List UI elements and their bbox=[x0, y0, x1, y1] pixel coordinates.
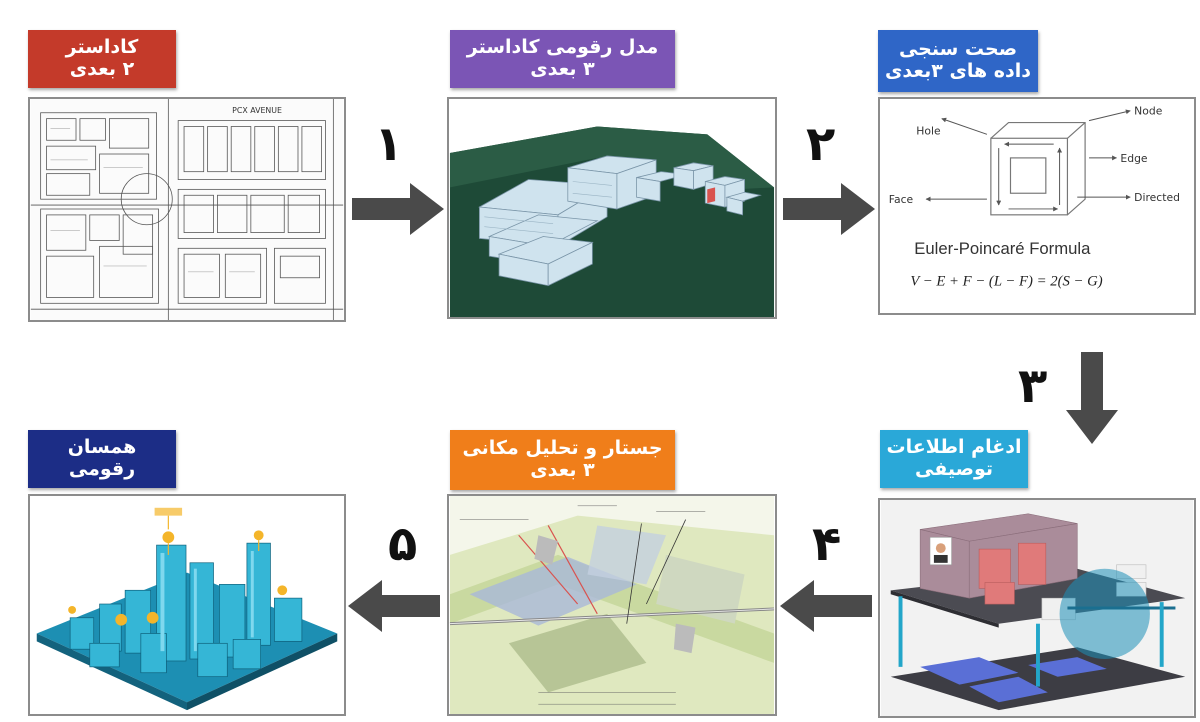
arrow-3 bbox=[1066, 352, 1118, 444]
panel-3d-spatial-analysis bbox=[447, 494, 777, 716]
label-digital-twin-line2: رقومی bbox=[68, 458, 136, 480]
label-3d-spatial-analysis-line2: ۳ بعدی bbox=[530, 459, 595, 481]
label-3d-spatial-analysis-line1: جستار و تحلیل مکانی bbox=[462, 437, 663, 460]
label-cadastre-2d-line2: ۲ بعدی bbox=[69, 58, 135, 80]
panel-topology-validation: Hole Node Edge Face Directed Euler-Poinc… bbox=[878, 97, 1196, 315]
label-digital-twin-line1: همسان bbox=[67, 436, 137, 459]
topology-directed-label: Directed bbox=[1134, 191, 1180, 204]
topology-face-label: Face bbox=[889, 193, 914, 206]
arrow-number-3: ۳ bbox=[1018, 358, 1048, 414]
label-3d-data-validation-line1: صحت سنجی bbox=[898, 38, 1018, 61]
label-descriptive-integration-line2: توصیفی bbox=[914, 458, 994, 480]
label-digital-twin: همسان رقومی bbox=[28, 430, 176, 488]
topology-hole-label: Hole bbox=[916, 124, 941, 137]
arrow-5 bbox=[348, 580, 440, 632]
arrow-number-2: ۲ bbox=[806, 116, 836, 172]
cadastre-map-drawing: PCX AVENUE bbox=[30, 99, 344, 320]
label-3d-spatial-analysis: جستار و تحلیل مکانی ۳ بعدی bbox=[450, 430, 675, 490]
digital-twin-city-scene bbox=[30, 496, 344, 714]
arrow-number-5: ۵ bbox=[388, 516, 418, 572]
panel-descriptive-integration bbox=[878, 498, 1196, 718]
panel-cadastre-2d-map: PCX AVENUE bbox=[28, 97, 346, 322]
arrow-number-4: ۴ bbox=[812, 516, 842, 572]
label-descriptive-integration-line1: ادغام اطلاعات bbox=[886, 436, 1022, 459]
euler-poincare-formula: V − E + F − (L − F) = 2(S − G) bbox=[910, 274, 1102, 290]
spatial-analysis-scene bbox=[449, 496, 775, 714]
label-cadastre-2d: کاداستر ۲ بعدی bbox=[28, 30, 176, 88]
arrow-1 bbox=[352, 183, 444, 235]
descriptive-integration-scene bbox=[880, 500, 1194, 716]
label-cadastre-2d-line1: کاداستر bbox=[65, 36, 139, 59]
arrow-number-1: ۱ bbox=[374, 116, 404, 172]
label-cadastre-3d-model: مدل رقومی کاداستر ۳ بعدی bbox=[450, 30, 675, 88]
panel-digital-twin-city bbox=[28, 494, 346, 716]
label-cadastre-3d-model-line1: مدل رقومی کاداستر bbox=[466, 36, 659, 59]
cadastre-street-label: PCX AVENUE bbox=[232, 106, 282, 115]
arrow-4 bbox=[780, 580, 872, 632]
topology-diagram: Hole Node Edge Face Directed Euler-Poinc… bbox=[880, 99, 1194, 313]
euler-poincare-title: Euler-Poincaré Formula bbox=[914, 239, 1091, 258]
label-descriptive-integration: ادغام اطلاعات توصیفی bbox=[880, 430, 1028, 488]
panel-cadastre-3d-model bbox=[447, 97, 777, 319]
arrow-2 bbox=[783, 183, 875, 235]
cadastre-3d-scene bbox=[449, 99, 775, 317]
label-3d-data-validation-line2: داده های ۳بعدی bbox=[884, 60, 1032, 82]
label-3d-data-validation: صحت سنجی داده های ۳بعدی bbox=[878, 30, 1038, 92]
topology-node-label: Node bbox=[1134, 105, 1163, 118]
topology-edge-label: Edge bbox=[1120, 152, 1147, 165]
label-cadastre-3d-model-line2: ۳ بعدی bbox=[530, 58, 595, 80]
